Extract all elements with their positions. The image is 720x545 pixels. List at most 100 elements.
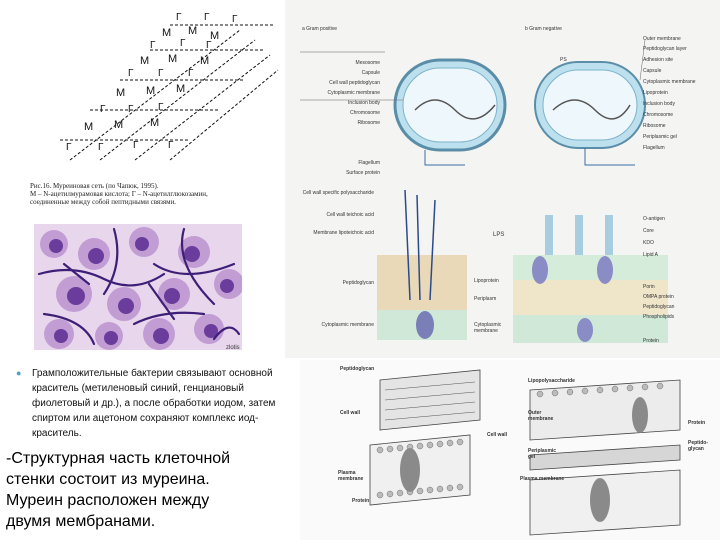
diagram-label: OMPA protein <box>643 294 674 300</box>
diagram-label: Protein <box>643 338 659 344</box>
murein-label-m: M <box>210 30 220 42</box>
murein-label-g: Г <box>150 40 156 51</box>
diagram-label: Chromosome <box>349 110 380 116</box>
diagram-label: Flagellum <box>643 145 665 151</box>
diagram-label: Cell wall teichoic acid <box>326 212 374 218</box>
murein-label-g: Г <box>168 140 174 151</box>
murein-label-m: M <box>176 83 186 95</box>
diagram-label: O-antigen <box>643 216 665 222</box>
micrograph-image <box>34 224 242 350</box>
diagram-label: Adhesion site <box>643 57 674 63</box>
murein-label-g: Г <box>176 12 182 23</box>
diagram-label: Periplasmic gel <box>643 134 677 140</box>
caption-line: соединенные между собой пептидными связя… <box>30 198 177 206</box>
text-line: двумя мембранами. <box>6 513 156 530</box>
murein-label-m: M <box>84 121 94 133</box>
diagram-label: Mesosome <box>355 60 380 66</box>
diagram-label: Inclusion body <box>643 101 675 107</box>
protein-label: Protein <box>352 498 370 504</box>
text-line: фиолетовый и др.), а после обработки иод… <box>32 398 276 409</box>
murein-label-g: Г <box>206 40 212 51</box>
text-line: спиртом или ацетоном сохраняют комплекс … <box>32 413 259 424</box>
cell-wall-right-label: Cell wall <box>487 432 508 438</box>
murein-label-m: M <box>116 87 126 99</box>
peptidoglycan-label: Peptidoglycan <box>340 366 375 372</box>
murein-label-m: M <box>162 27 172 39</box>
gram-positive-labels: Mesosome Capsule Cell wall peptidoglycan… <box>302 60 380 180</box>
lipopolysaccharide-label: Lipopolysaccharide <box>528 378 575 384</box>
diagram-label: Ribosome <box>357 120 380 126</box>
caption-line: М – N-ацетилмурамовая кислота; Г – N-аце… <box>30 190 208 198</box>
diagram-label: KDO <box>643 240 654 246</box>
micrograph-corner-label: zlotis <box>226 345 240 351</box>
murein-label-g: Г <box>100 104 106 115</box>
ps-label: PS <box>560 57 567 63</box>
text-line: краситель (метиленовый синий, генциановы… <box>32 383 244 394</box>
diagram-label: Peptidoglycan layer <box>643 46 687 52</box>
diagram-label: Ribosome <box>643 123 666 129</box>
murein-label-g: Г <box>158 68 164 79</box>
murein-label-g: Г <box>128 68 134 79</box>
diagram-label: Porin <box>643 284 655 290</box>
murein-label-g: Г <box>188 68 194 79</box>
diagram-label: Capsule <box>643 68 662 74</box>
diagram-label: Cytoplasmic membrane <box>321 322 374 328</box>
text-line: стенки состоит из муреина. <box>6 471 210 488</box>
gram-positive-wall-labels: Cell wall specific polysaccharide Cell w… <box>302 190 374 328</box>
diagram-label: Chromosome <box>643 112 674 118</box>
murein-label-m: M <box>146 85 156 97</box>
cell-wall-label: Cell wall <box>340 410 361 416</box>
text-line: Муреин расположен между <box>6 492 210 509</box>
text-line: Грамположительные бактерии связывают осн… <box>32 368 273 379</box>
murein-net-diagram <box>60 24 279 161</box>
peptidoglycan-right-label: Peptido-glycan <box>688 440 708 452</box>
murein-label-g: Г <box>128 104 134 115</box>
bullet-icon: ● <box>16 368 22 378</box>
diagram-label: Cell wall specific polysaccharide <box>302 190 374 196</box>
diagram-label: Core <box>643 228 654 234</box>
gram-negative-labels: Outer membrane Peptidoglycan layer Adhes… <box>643 36 719 156</box>
gram-negative-title: b Gram negative <box>525 26 562 32</box>
gram-negative-wall-labels: O-antigen Core KDO Lipid A Porin OMPA pr… <box>643 216 719 344</box>
diagram-label: Lipoprotein <box>474 278 499 284</box>
cell-wall-diagram-panel <box>285 0 720 358</box>
diagram-label: Membrane lipoteichoic acid <box>313 230 374 236</box>
plasma-membrane-label: Plasma membrane <box>338 470 364 482</box>
diagram-label: Inclusion body <box>348 100 380 106</box>
murein-label-m: M <box>200 55 210 67</box>
cell-wall-structure-statement: -Структурная часть клеточной стенки сост… <box>6 448 296 532</box>
murein-label-g: Г <box>232 14 238 25</box>
gram-negative-center-labels: Lipoprotein Periplasm Cytoplasmic membra… <box>474 278 510 334</box>
figure-caption: Рис.16. Муреиновая сеть (по Чапюк, 1995)… <box>30 182 220 206</box>
plasma-membrane-right-label: Plasma membrane <box>520 476 565 482</box>
protein-right-label: Protein <box>688 420 706 426</box>
murein-label-g: Г <box>98 142 104 153</box>
diagram-label: Peptidoglycan <box>643 304 675 310</box>
gram-positive-description: Грамположительные бактерии связывают осн… <box>32 366 332 441</box>
caption-line: Рис.16. Муреиновая сеть (по Чапюк, 1995)… <box>30 182 159 190</box>
murein-label-m: M <box>150 117 160 129</box>
diagram-label: Outer membrane <box>643 36 681 42</box>
diagram-label: Capsule <box>361 70 380 76</box>
gram-positive-title: a Gram positive <box>302 26 338 32</box>
diagram-label: Periplasm <box>474 296 497 302</box>
cell-wall-illustration <box>300 39 668 343</box>
text-line: краситель. <box>32 428 82 439</box>
gram-stain-micrograph <box>34 224 242 350</box>
diagram-label: Lipoprotein <box>643 90 668 96</box>
membrane-3d-diagram <box>300 360 720 540</box>
diagram-label: Cell wall peptidoglycan <box>329 80 380 86</box>
diagram-label: Lipid A <box>643 252 659 258</box>
murein-label-m: M <box>140 55 150 67</box>
murein-label-g: Г <box>66 142 72 153</box>
murein-label-g: Г <box>204 12 210 23</box>
diagram-label: Flagellum <box>358 160 380 166</box>
diagram-label: Phospholipids <box>643 314 675 320</box>
outer-membrane-label: Outer membrane <box>528 410 554 422</box>
lps-label: LPS <box>493 232 505 238</box>
periplasmic-gel-label: Periplasmic gel <box>528 448 557 460</box>
murein-label-m: M <box>114 119 124 131</box>
murein-label-g: Г <box>158 102 164 113</box>
text-line: -Структурная часть клеточной <box>6 450 231 467</box>
membrane-3d-illustration <box>369 369 681 536</box>
